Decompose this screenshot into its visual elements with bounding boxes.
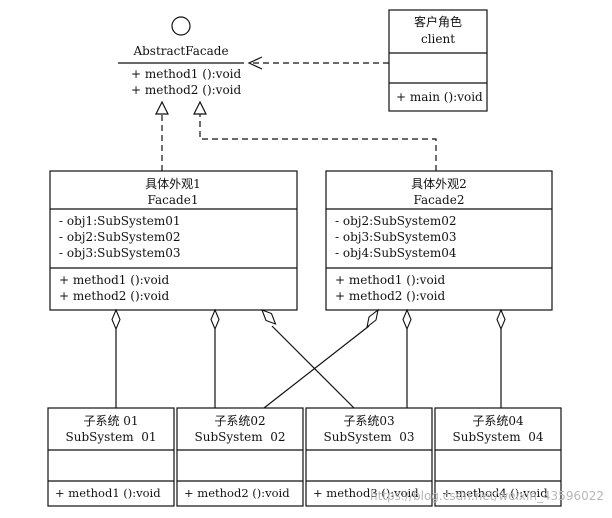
facade1-title-cn: 具体外观1	[145, 177, 201, 191]
subsystem-04-title-en: SubSystem 04	[453, 430, 544, 444]
subsystem-01-method: + method1 ():void	[55, 486, 161, 500]
subsystem-04-class: 子系统04 SubSystem 04 + method4 ():void	[434, 407, 562, 507]
facade2-title-en: Facade2	[414, 193, 465, 207]
facade2-method-1: + method1 ():void	[335, 273, 446, 287]
facade1-method-2: + method2 ():void	[59, 289, 170, 303]
facade1-attribute-3: - obj3:SubSystem03	[59, 246, 181, 260]
facade2-class-box	[325, 170, 553, 311]
facade1-method-1: + method1 ():void	[59, 273, 170, 287]
subsystem-01-title-cn: 子系统 01	[83, 414, 138, 428]
client-class-box	[388, 9, 488, 112]
subsystem-02-class: 子系统02 SubSystem 02 + method2 ():void	[176, 407, 304, 507]
subsystem-02-title-en: SubSystem 02	[195, 430, 286, 444]
subsystem-01-class: 子系统 01 SubSystem 01 + method1 ():void	[47, 407, 175, 507]
aggregation-diamond-icon	[261, 309, 277, 325]
facade1-realization	[155, 100, 169, 171]
realization-triangle-icon	[155, 100, 169, 115]
aggregation-diamond-icon	[366, 308, 379, 329]
client-title-en: client	[421, 32, 455, 46]
abstract-facade-method-2: + method2 ():void	[131, 83, 242, 97]
aggregation-diamond-icon	[496, 308, 506, 331]
facade1-attribute-2: - obj2:SubSystem02	[59, 230, 181, 244]
abstract-facade-name: AbstractFacade	[132, 44, 228, 58]
facade1-class: 具体外观1 Facade1 - obj1:SubSystem01 - obj2:…	[49, 170, 298, 311]
subsystem-01-title-en: SubSystem 01	[66, 430, 157, 444]
aggregation-diamond-icon	[402, 308, 412, 331]
client-title-cn: 客户角色	[414, 14, 462, 29]
subsystem-03-class: 子系统03 SubSystem 03 + method3 ():void	[305, 407, 433, 507]
subsystem-04-title-cn: 子系统04	[472, 414, 524, 428]
facade1-title-en: Facade1	[148, 193, 199, 207]
abstract-facade-interface: AbstractFacade + method1 ():void + metho…	[118, 16, 244, 97]
facade2-attribute-3: - obj4:SubSystem04	[335, 246, 457, 260]
open-arrowhead-icon	[247, 56, 263, 70]
facade2-attribute-1: - obj2:SubSystem02	[335, 214, 457, 228]
subsystem-03-method: + method3 ():void	[313, 486, 419, 500]
aggregation-diamond-icon	[210, 308, 220, 331]
facade2-realization	[193, 100, 437, 171]
watermark: https://blog.csdn.net/weixin_43596022	[370, 489, 604, 503]
subsystem-03-title-en: SubSystem 03	[324, 430, 415, 444]
interface-lollipop-icon	[171, 16, 191, 36]
facade2-class: 具体外观2 Facade2 - obj2:SubSystem02 - obj3:…	[325, 170, 553, 311]
aggregation-diamond-icon	[111, 308, 121, 331]
facade1-class-box	[49, 170, 298, 311]
facade1-attribute-1: - obj1:SubSystem01	[59, 214, 181, 228]
facade2-attribute-2: - obj3:SubSystem03	[335, 230, 457, 244]
subsystem-02-method: + method2 ():void	[184, 486, 290, 500]
client-class: 客户角色 client + main ():void	[388, 9, 488, 112]
abstract-facade-method-1: + method1 ():void	[131, 67, 242, 81]
client-method-main: + main ():void	[396, 90, 483, 104]
realization-triangle-icon	[193, 100, 207, 115]
subsystem-04-method: + method4 ():void	[442, 486, 548, 500]
aggregation-connectors	[111, 308, 506, 409]
subsystem-03-title-cn: 子系统03	[343, 414, 394, 428]
facade2-title-cn: 具体外观2	[411, 177, 467, 191]
facade2-method-2: + method2 ():void	[335, 289, 446, 303]
subsystem-02-title-cn: 子系统02	[214, 414, 265, 428]
client-dependency-arrow	[247, 56, 389, 70]
